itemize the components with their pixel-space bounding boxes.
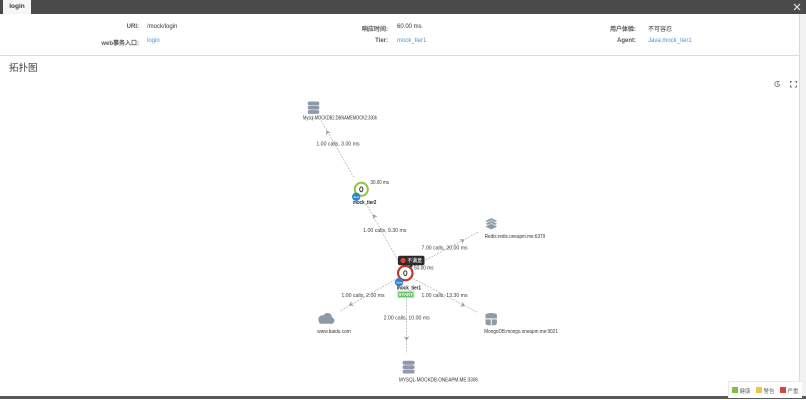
svg-text:Mysql-MOCKDB2.DBNAMEMOCK2:3306: Mysql-MOCKDB2.DBNAMEMOCK2:3306 (303, 116, 377, 122)
svg-text:START: START (399, 292, 414, 297)
svg-text:Redis:redis.oneapm.me:6379: Redis:redis.oneapm.me:6379 (485, 234, 546, 240)
svg-text:MYSQL-MOCKDB.ONEAPM.ME:3306: MYSQL-MOCKDB.ONEAPM.ME:3306 (399, 378, 478, 384)
svg-text:Java: Java (353, 195, 360, 199)
svg-text:MongoDB:mongo.oneapm.me:9021: MongoDB:mongo.oneapm.me:9021 (484, 329, 558, 335)
svg-text:1.00 calls, 2.00 ms: 1.00 calls, 2.00 ms (341, 293, 385, 299)
svg-text:30.00 ms: 30.00 ms (371, 180, 390, 186)
svg-text:1.00 calls, 9.30 ms: 1.00 calls, 9.30 ms (363, 228, 407, 234)
svg-text:2.00 calls, 10.00 ms: 2.00 calls, 10.00 ms (384, 316, 431, 322)
svg-text:Java: Java (396, 281, 403, 285)
svg-text:1.00 calls, 3.00 ms: 1.00 calls, 3.00 ms (316, 141, 360, 147)
svg-text:不满意: 不满意 (407, 257, 422, 265)
svg-text:50.00 ms: 50.00 ms (414, 266, 434, 272)
svg-text:1.00 calls, 13.30 ms: 1.00 calls, 13.30 ms (421, 293, 468, 299)
svg-text:mock_tier1: mock_tier1 (397, 285, 421, 291)
svg-text:www.baidu.com: www.baidu.com (316, 329, 351, 335)
svg-text:mock_tier2: mock_tier2 (353, 200, 376, 206)
svg-text:7.00 calls, 20.00 ms: 7.00 calls, 20.00 ms (422, 245, 469, 251)
